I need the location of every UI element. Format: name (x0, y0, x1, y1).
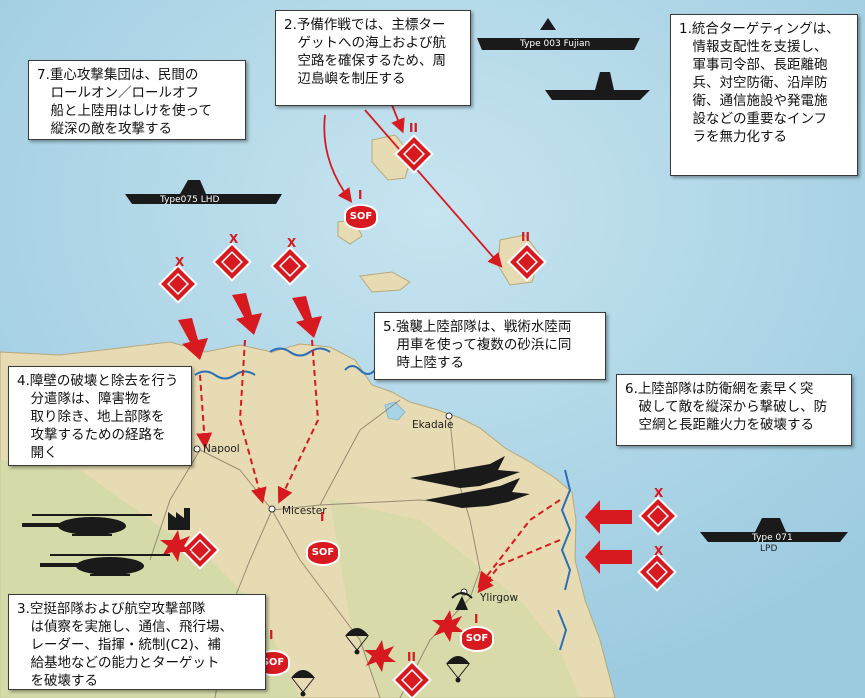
inland-lake (384, 401, 406, 421)
unit-size-label: X (654, 544, 664, 558)
place-ylirgow: Ylirgow (480, 592, 519, 604)
unit-size-label: I (320, 510, 325, 524)
carrier-fujian-icon (477, 38, 640, 50)
place-markers (193, 412, 468, 596)
ship-label-lhd: Type075 LHD (160, 195, 220, 205)
place-ekadale: Ekadale (412, 419, 454, 431)
ship-label-fujian: Type 003 Fujian (520, 39, 591, 49)
ground-advance-routes (196, 339, 561, 594)
assault-arrows (178, 293, 632, 574)
helicopter-icons (22, 514, 170, 576)
fighter-jet-icons (410, 456, 530, 508)
unit-size-label: II (521, 230, 530, 244)
unit-size-label: II (409, 121, 418, 135)
explosion-icons (160, 530, 464, 672)
lpd-icon (700, 532, 848, 542)
unit-symbol-3 (270, 246, 310, 286)
island-mid (359, 271, 411, 293)
unit-symbol-6 (638, 496, 678, 536)
unit-symbol-4 (394, 134, 434, 174)
unit-symbol-1 (158, 264, 198, 304)
callout-6-landing-force: 6.上陸部隊は防衛網を素早く突 破して敵を縦深から撃破し、防 空網と長距離火力を… (616, 374, 852, 446)
sof-marker: SOF (460, 626, 494, 652)
unit-symbol-9 (392, 660, 432, 698)
sof-marker: SOF (306, 540, 340, 566)
callout-3-airborne-assault: 3.空挺部隊および航空攻撃部隊 は偵察を実施し、通信、飛行場、 レーダー、指揮・… (8, 594, 266, 690)
unit-size-label: I (358, 188, 363, 202)
unit-size-label: I (474, 612, 479, 626)
place-micester: Micester (282, 505, 327, 517)
parachute-icons (291, 628, 470, 697)
unit-symbols (158, 134, 678, 698)
place-napool: Napool (203, 443, 240, 455)
coastal-barriers (194, 347, 572, 651)
unit-size-label: X (654, 486, 664, 500)
ship-icons (125, 18, 848, 542)
unit-size-label: I (269, 628, 274, 642)
unit-size-label: X (229, 232, 239, 246)
unit-size-label: X (287, 236, 297, 250)
unit-symbol-7 (637, 552, 677, 592)
lhd-icon (125, 194, 282, 204)
unit-size-label: II (407, 650, 416, 664)
callout-7-center-of-gravity-strike: 7.重心攻撃集団は、民間の ロールオン／ロールオフ 船と上陸用はしけを使って 縦… (28, 60, 246, 140)
ship-label-lpd: LPD (760, 544, 778, 554)
callout-1-integrated-targeting: 1.統合ターゲティングは、 情報支配性を支援し、 軍事司令部、長距離砲 兵、対空… (670, 14, 858, 176)
unit-symbol-5 (507, 242, 547, 282)
unit-symbol-8 (180, 530, 220, 570)
sof-marker: SOF (344, 204, 378, 230)
unit-symbol-2 (212, 242, 252, 282)
ship-label-lpd-type: Type 071 (752, 533, 793, 543)
radar-icon (451, 592, 473, 610)
callout-5-amphibious-assault: 5.強襲上陸部隊は、戦術水陸両 用車を使って複数の砂浜に同 時上陸する (374, 312, 606, 380)
unit-size-label: X (175, 255, 185, 269)
factory-icon (168, 508, 190, 530)
callout-4-breaching-detachment: 4.障壁の破壊と除去を行う 分遣隊は、障害物を 取り除き、地上部隊を 攻撃するた… (8, 366, 192, 466)
callout-2-preliminary-operations: 2.予備作戦では、主標ター ゲットへの海上および航 空路を確保するため、周 辺島… (275, 10, 471, 106)
destroyer-icon (545, 90, 650, 100)
